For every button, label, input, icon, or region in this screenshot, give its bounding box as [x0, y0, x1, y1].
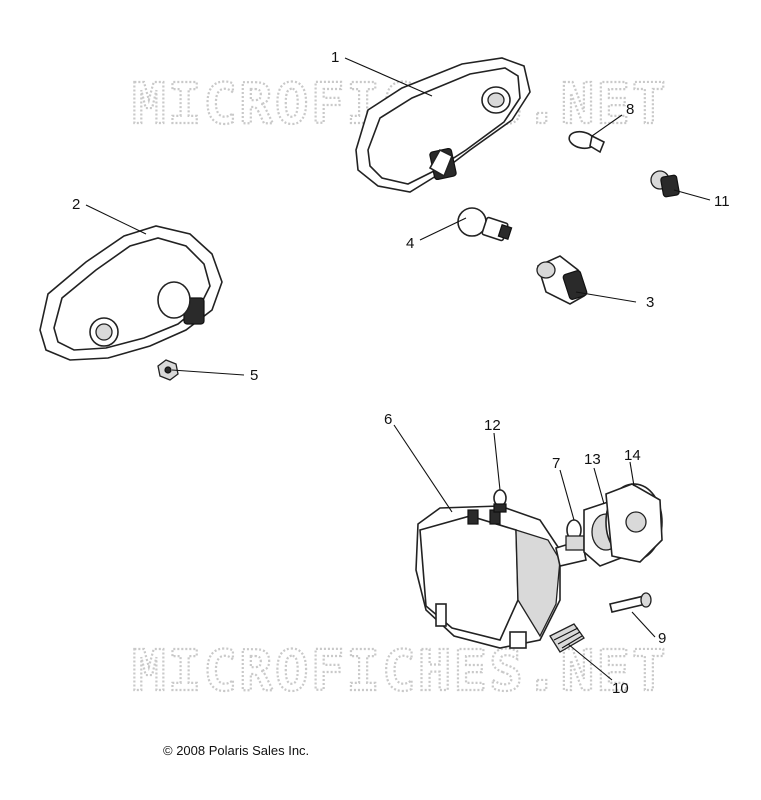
callout-10: 10 [612, 680, 629, 697]
leader-13 [593, 467, 605, 505]
callout-9: 9 [658, 630, 666, 647]
tail-light-housing-left [39, 225, 223, 361]
tail-light-housing-upper [355, 57, 531, 193]
leader-6 [393, 424, 453, 513]
callout-6: 6 [384, 411, 392, 428]
wedge-bulb-12 [493, 489, 507, 513]
leader-12 [493, 432, 501, 491]
callout-11: 11 [714, 193, 730, 210]
headlight-bulb-7 [565, 519, 585, 551]
leader-2 [85, 204, 147, 235]
leader-4 [419, 217, 467, 241]
callout-5: 5 [250, 367, 258, 384]
callout-14: 14 [624, 447, 641, 464]
copyright-notice: © 2008 Polaris Sales Inc. [163, 743, 310, 758]
leader-10 [567, 643, 613, 681]
small-bulb-8 [568, 130, 606, 154]
callout-13: 13 [584, 451, 601, 468]
callout-4: 4 [406, 235, 414, 252]
leader-14 [629, 461, 635, 487]
socket-11 [650, 170, 680, 198]
leader-7 [559, 469, 575, 521]
callout-3: 3 [646, 294, 654, 311]
callout-7: 7 [552, 455, 560, 472]
leader-3 [575, 291, 637, 303]
callout-2: 2 [72, 196, 80, 213]
callout-8: 8 [626, 101, 634, 118]
spring-10 [549, 623, 585, 653]
pin-9 [609, 592, 652, 613]
callout-12: 12 [484, 417, 501, 434]
leader-9 [631, 611, 656, 638]
leader-1 [344, 57, 433, 97]
cap-14 [605, 483, 663, 563]
leader-8 [591, 114, 623, 137]
callout-1: 1 [331, 49, 339, 66]
wedge-bulb-4 [457, 207, 513, 242]
watermark-bottom: MICROFICHES.NET [132, 639, 668, 704]
leader-11 [673, 189, 711, 201]
leader-5 [171, 369, 245, 376]
headlight-assembly-6 [415, 505, 587, 649]
nut-5 [157, 359, 179, 381]
bulb-socket-3 [536, 255, 588, 305]
